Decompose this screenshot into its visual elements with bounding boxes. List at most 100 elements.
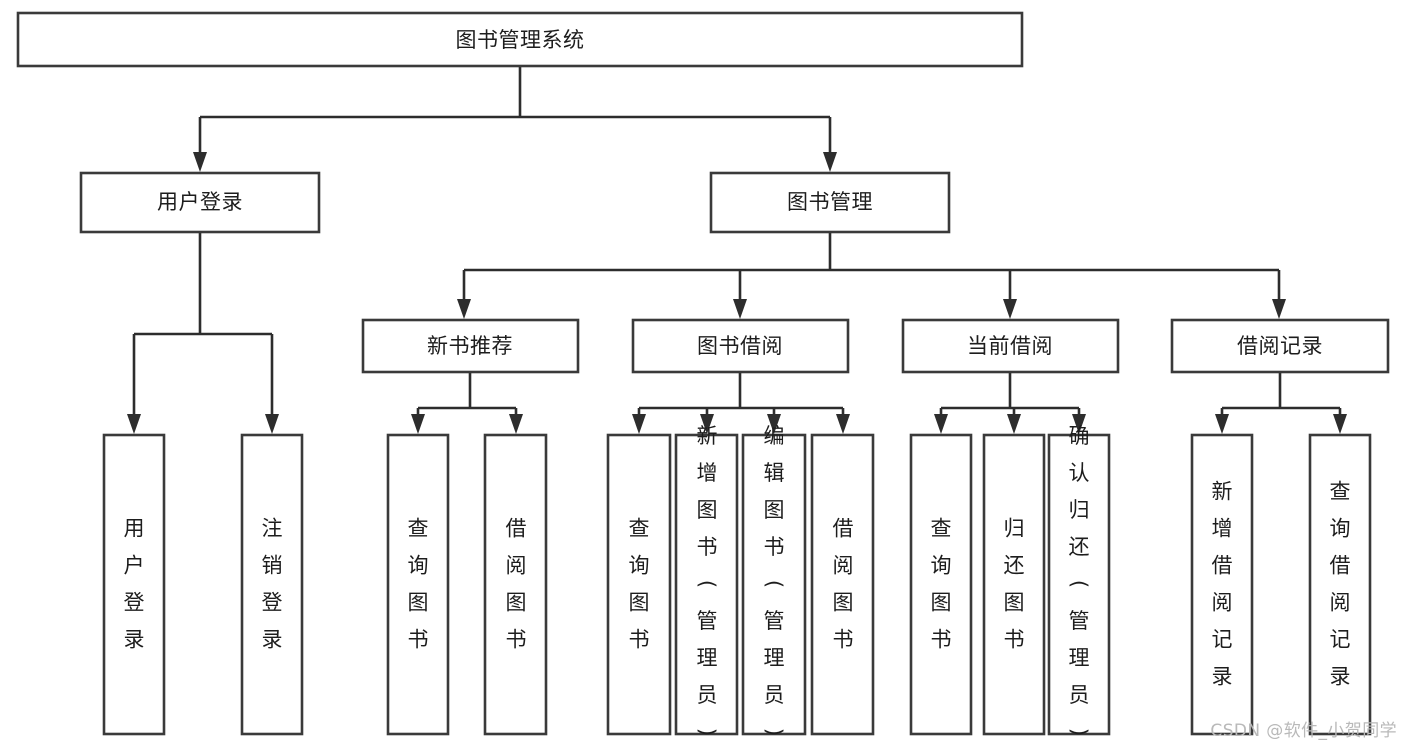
svg-text:): )	[1067, 728, 1091, 736]
leaf-user-login-box[interactable]	[102, 433, 166, 736]
leaf-add-book-admin-box[interactable]	[674, 433, 739, 736]
svg-text:新: 新	[1212, 480, 1233, 504]
svg-text:书: 书	[697, 535, 718, 559]
svg-text:归: 归	[1069, 498, 1090, 522]
svg-text:记: 记	[1212, 628, 1233, 652]
node-book-borrow[interactable]: 图书借阅	[631, 318, 850, 374]
node-root-label: 图书管理系统	[456, 28, 585, 52]
svg-text:理: 理	[697, 646, 718, 670]
node-borrow-record-label: 借阅记录	[1237, 334, 1323, 358]
leaf-add-borrow-record-box[interactable]	[1190, 433, 1254, 736]
node-user-login[interactable]: 用户登录	[79, 171, 321, 234]
node-current-borrow-box[interactable]	[901, 318, 1120, 374]
svg-text:编: 编	[764, 424, 785, 448]
svg-text:书: 书	[764, 535, 785, 559]
svg-text:注: 注	[262, 517, 283, 541]
arrowhead-nb-to-borrow	[509, 414, 523, 434]
svg-text:理: 理	[1069, 646, 1090, 670]
leaf-user-login-label: 用户登录	[124, 517, 145, 652]
leaf-query-book-2-box[interactable]	[606, 433, 672, 736]
svg-text:书: 书	[931, 628, 952, 652]
svg-text:理: 理	[764, 646, 785, 670]
arrowhead-cb-to-confirm	[1072, 414, 1086, 434]
connector-group-borrow	[632, 372, 850, 434]
leaf-borrow-book-1-box[interactable]	[483, 433, 548, 736]
node-root[interactable]: 图书管理系统	[16, 11, 1024, 68]
leaf-node-user-login[interactable]: 用户登录	[102, 433, 166, 736]
leaf-query-book-3-box[interactable]	[909, 433, 973, 736]
node-current-borrow-label: 当前借阅	[967, 334, 1053, 358]
leaf-return-book-box[interactable]	[982, 433, 1046, 736]
arrowhead-bm-to-current	[1003, 299, 1017, 319]
connector-group-root	[193, 66, 837, 172]
svg-text:认: 认	[1069, 461, 1090, 485]
node-borrow-record[interactable]: 借阅记录	[1170, 318, 1390, 374]
svg-text:辑: 辑	[764, 461, 785, 485]
node-borrow-record-box[interactable]	[1170, 318, 1390, 374]
node-book-borrow-label: 图书借阅	[697, 334, 783, 358]
svg-text:查: 查	[629, 517, 650, 541]
node-new-book-recommend-box[interactable]	[361, 318, 580, 374]
node-current-borrow[interactable]: 当前借阅	[901, 318, 1120, 374]
leaf-edit-book-admin-box[interactable]	[741, 433, 807, 736]
svg-text:(: (	[695, 580, 719, 588]
node-new-book-recommend[interactable]: 新书推荐	[361, 318, 580, 374]
svg-text:新: 新	[697, 424, 718, 448]
leaf-confirm-return-admin-box[interactable]	[1047, 433, 1111, 736]
svg-text:书: 书	[833, 628, 854, 652]
arrowhead-root-to-user-login	[193, 152, 207, 172]
svg-text:录: 录	[262, 628, 283, 652]
arrowhead-cb-to-return	[1007, 414, 1021, 434]
svg-text:录: 录	[1330, 665, 1351, 689]
arrowhead-ul-to-login	[127, 414, 141, 434]
svg-text:录: 录	[1212, 665, 1233, 689]
connector-group-current	[934, 372, 1086, 434]
leaf-query-borrow-record-box[interactable]	[1308, 433, 1372, 736]
node-book-borrow-box[interactable]	[631, 318, 850, 374]
arrowhead-bw-to-edit	[767, 414, 781, 434]
node-book-manage[interactable]: 图书管理	[709, 171, 951, 234]
svg-text:图: 图	[697, 498, 718, 522]
svg-text:借: 借	[1212, 554, 1233, 578]
leaf-query-book-1-box[interactable]	[386, 433, 450, 736]
connector-group-user-login	[127, 232, 279, 434]
svg-text:增: 增	[1212, 517, 1233, 541]
svg-text:阅: 阅	[506, 554, 527, 578]
arrowhead-cb-to-query	[934, 414, 948, 434]
arrowhead-rc-to-query	[1333, 414, 1347, 434]
leaf-logout-box[interactable]	[240, 433, 304, 736]
arrowhead-rc-to-add	[1215, 414, 1229, 434]
svg-text:录: 录	[124, 628, 145, 652]
node-book-manage-box[interactable]	[709, 171, 951, 234]
svg-text:销: 销	[262, 554, 283, 578]
svg-text:询: 询	[408, 554, 429, 578]
node-root-box[interactable]	[16, 11, 1024, 68]
leaf-borrow-book-2-box[interactable]	[810, 433, 875, 736]
svg-text:归: 归	[1004, 517, 1025, 541]
node-user-login-label: 用户登录	[157, 190, 243, 214]
node-user-login-box[interactable]	[79, 171, 321, 234]
